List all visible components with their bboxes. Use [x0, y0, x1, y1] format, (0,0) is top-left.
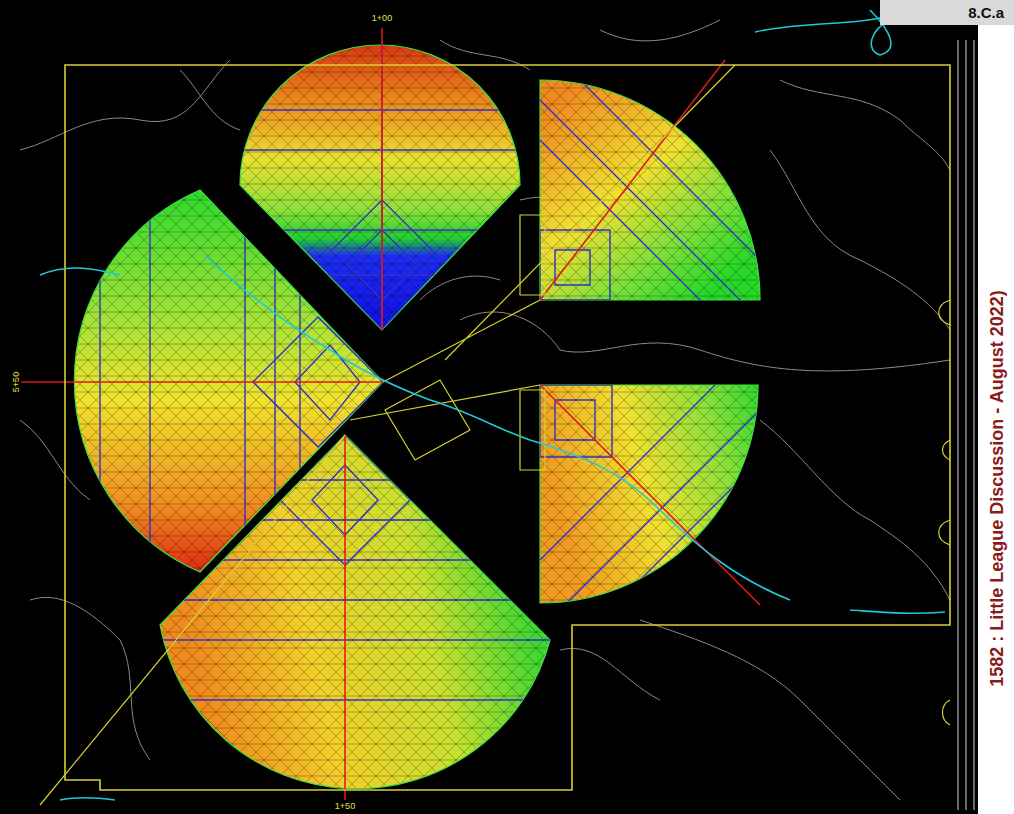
- center-line: [381, 28, 383, 330]
- contour-line: [180, 70, 240, 130]
- center-line: [344, 435, 346, 800]
- drainage-line: [60, 798, 115, 800]
- contour-line: [600, 20, 720, 41]
- contour-line: [30, 597, 150, 760]
- mesh-overlay: [160, 435, 550, 789]
- site-boundary: [65, 65, 950, 790]
- agenda-banner: 1582 : Little League Discussion - August…: [986, 289, 1007, 687]
- drainage-line: [755, 18, 880, 32]
- contour-line: [20, 60, 230, 150]
- alignment-line: [40, 435, 345, 805]
- station-label: 5+50: [11, 371, 21, 393]
- contour-line: [460, 312, 950, 371]
- sheet-tag: 8.C.a: [880, 0, 1014, 25]
- contour-line: [640, 620, 900, 800]
- grid-lines: [100, 40, 960, 700]
- station-label: 1+00: [371, 13, 393, 23]
- driveways: [939, 300, 950, 725]
- contour-line: [420, 276, 500, 300]
- center-line: [540, 60, 725, 300]
- station-label: 1+50: [334, 801, 356, 811]
- contour-line: [20, 420, 90, 500]
- road-edge: [958, 40, 974, 810]
- grid-line: [470, 380, 940, 700]
- grid-line: [480, 40, 960, 340]
- alignment-lines: [40, 65, 950, 805]
- alignment-line: [350, 65, 735, 420]
- center-line: [540, 385, 760, 605]
- drainage-lines: [40, 10, 945, 800]
- mesh-overlay: [540, 80, 760, 300]
- page-margin: [978, 0, 1014, 814]
- drainage-line: [850, 610, 945, 613]
- pad-outline: [520, 215, 545, 295]
- pad-outline: [385, 380, 470, 460]
- field-surface: [540, 80, 760, 300]
- contour-line: [770, 150, 950, 330]
- center-line: [20, 381, 383, 383]
- roadway: [958, 40, 974, 810]
- drainage-line: [40, 268, 120, 275]
- drainage-line: [205, 255, 790, 600]
- pad-outline: [520, 390, 545, 470]
- contour-lines: [20, 20, 950, 800]
- contour-line: [760, 420, 950, 600]
- field-grid: [150, 435, 560, 700]
- field-grid: [480, 40, 960, 340]
- contour-line: [560, 648, 660, 700]
- sheet-number: 8.C.a: [890, 4, 1004, 21]
- center-lines: [20, 28, 760, 800]
- driveway: [939, 300, 950, 725]
- contour-line: [780, 80, 950, 170]
- field-grid: [470, 380, 940, 700]
- grid-line: [150, 480, 560, 700]
- infield-diamond: [540, 230, 610, 300]
